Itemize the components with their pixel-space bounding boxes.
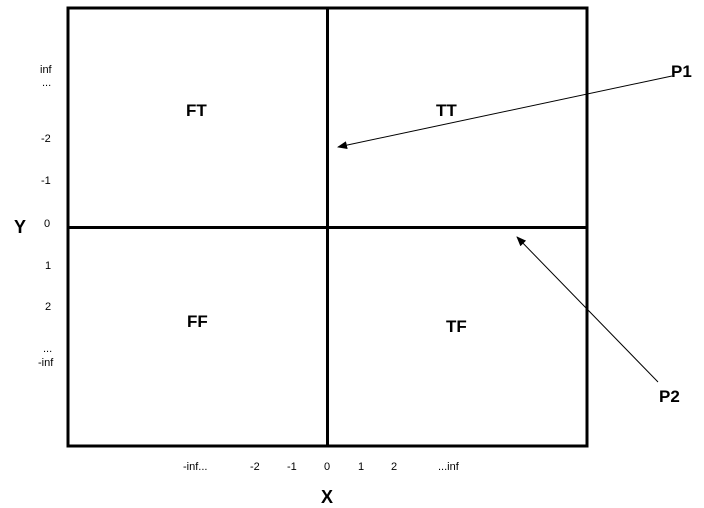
x-tick: 2 <box>391 461 398 473</box>
p1-label: P1 <box>671 62 692 81</box>
y-tick: 2 <box>45 301 52 313</box>
quadrant-ft-label: FT <box>186 101 207 120</box>
y-tick: -2 <box>41 133 51 145</box>
x-tick: 0 <box>324 461 331 473</box>
quadrant-tf-label: TF <box>446 317 467 336</box>
x-axis-label: X <box>321 487 334 507</box>
x-tick: -1 <box>287 461 297 473</box>
x-tick: 1 <box>358 461 365 473</box>
quadrant-tt-label: TT <box>436 101 457 120</box>
x-tick: -inf... <box>183 461 208 473</box>
p1-arrow <box>337 75 673 150</box>
y-axis-label: Y <box>14 217 27 237</box>
p2-arrow <box>516 236 659 383</box>
x-tick: -2 <box>250 461 260 473</box>
x-tick: ...inf <box>438 461 459 473</box>
y-tick: inf <box>40 64 52 76</box>
y-tick: -inf <box>38 357 54 369</box>
y-tick: ... <box>43 343 53 355</box>
p2-label: P2 <box>659 387 680 406</box>
y-tick: 1 <box>45 260 52 272</box>
y-tick: -1 <box>41 175 51 187</box>
y-tick: 0 <box>44 218 51 230</box>
quadrant-ff-label: FF <box>187 312 208 331</box>
y-tick: ... <box>42 77 52 89</box>
